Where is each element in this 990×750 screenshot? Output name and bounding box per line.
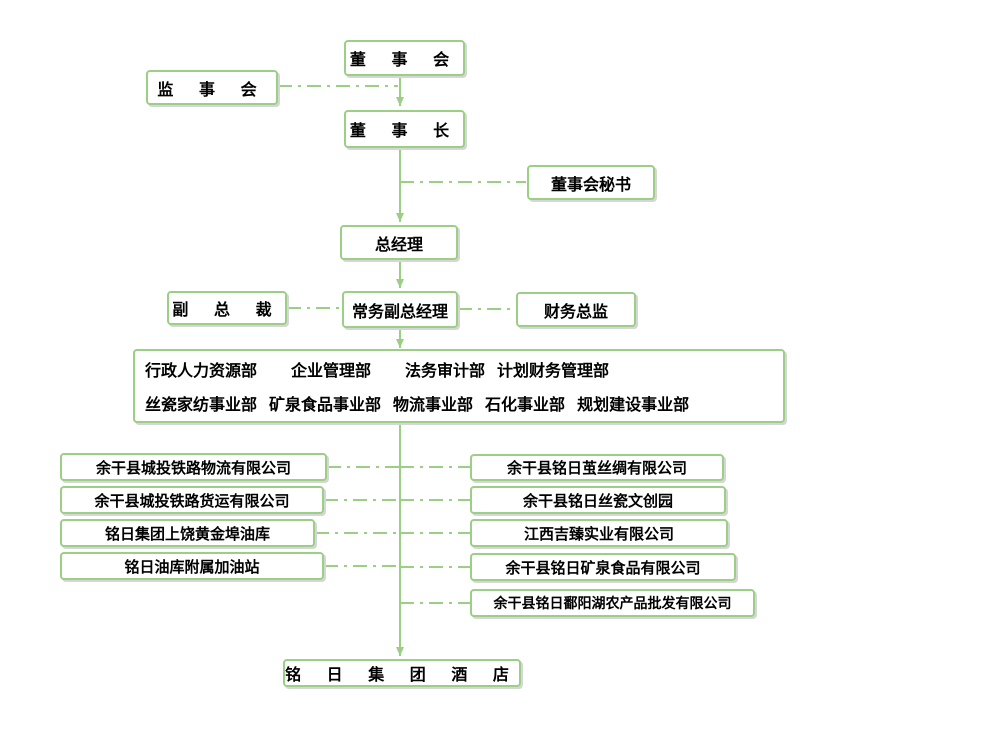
subsidiary-left-2: 余干县城投铁路货运有限公司 <box>60 486 324 514</box>
subsidiary-right-5: 余干县铭日鄱阳湖农产品批发有限公司 <box>470 589 755 617</box>
supervisory-node: 监 事 会 <box>146 70 278 105</box>
cfo-node: 财务总监 <box>516 292 636 327</box>
subsidiary-right-1: 余干县铭日茧丝绸有限公司 <box>470 454 724 481</box>
subsidiary-right-4: 余干县铭日矿泉食品有限公司 <box>470 553 736 581</box>
departments-row-2: 丝瓷家纺事业部 矿泉食品事业部 物流事业部 石化事业部 规划建设事业部 <box>145 391 705 415</box>
chairman-node: 董 事 长 <box>344 110 465 148</box>
gm-node: 总经理 <box>340 225 458 260</box>
department-item: 企业管理部 <box>291 361 372 380</box>
secretary-node: 董事会秘书 <box>527 165 655 200</box>
vice-president-node: 副 总 裁 <box>167 291 287 325</box>
subsidiary-left-3: 铭日集团上饶黄金埠油库 <box>60 519 315 547</box>
executive-vgm-node: 常务副总经理 <box>342 291 458 328</box>
subsidiary-right-3: 江西吉臻实业有限公司 <box>470 519 728 547</box>
subsidiary-right-2: 余干县铭日丝瓷文创园 <box>470 486 726 514</box>
department-item: 法务审计部 <box>405 361 486 380</box>
subsidiary-left-1: 余干县城投铁路物流有限公司 <box>60 453 327 481</box>
subsidiary-left-4: 铭日油库附属加油站 <box>60 552 324 580</box>
department-item: 物流事业部 <box>393 395 474 414</box>
departments-box: 行政人力资源部 企业管理部 法务审计部 计划财务管理部 丝瓷家纺事业部 矿泉食品… <box>133 349 785 423</box>
department-item: 计划财务管理部 <box>497 361 610 380</box>
department-item: 石化事业部 <box>485 395 566 414</box>
departments-row-1: 行政人力资源部 企业管理部 法务审计部 计划财务管理部 <box>145 357 625 381</box>
department-item: 规划建设事业部 <box>577 395 690 414</box>
hotel-node: 铭 日 集 团 酒 店 <box>283 659 521 687</box>
department-item: 行政人力资源部 <box>145 361 258 380</box>
board-node: 董 事 会 <box>344 40 465 76</box>
department-item: 矿泉食品事业部 <box>269 395 382 414</box>
department-item: 丝瓷家纺事业部 <box>145 395 258 414</box>
